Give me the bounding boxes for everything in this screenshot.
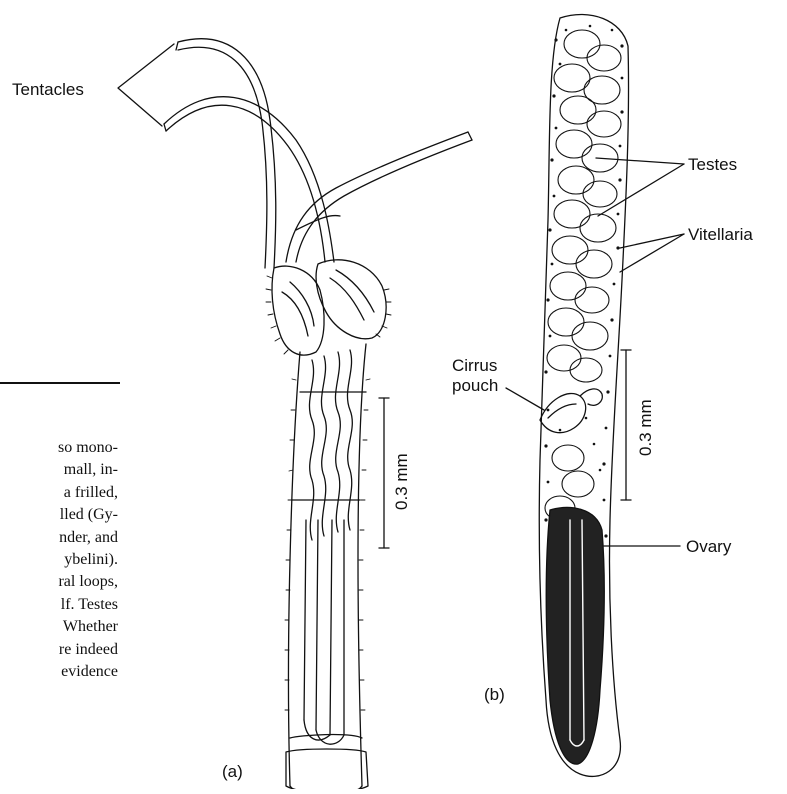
body-text-line: Whether [0,616,118,638]
scale-label-b: 0.3 mm [636,399,656,456]
tentacles-leader-lines [118,44,174,126]
body-text-line: nder, and [0,527,118,549]
body-text: so mono- mall, in- a frilled, lled (Gy- … [0,437,118,683]
body-text-line: so mono- [0,437,118,459]
specimen-b-ovary [546,507,604,764]
specimen-a-body [285,344,370,789]
scale-label-a: 0.3 mm [392,453,412,510]
scale-bar-a [379,398,389,548]
body-text-line: mall, in- [0,459,118,481]
label-cirrus-line1: Cirrus [452,356,497,376]
body-text-line: a frilled, [0,482,118,504]
scale-bar-b [621,350,631,500]
specimen-a-tentacles [164,39,472,268]
label-leader-lines [506,158,684,546]
label-vitellaria: Vitellaria [688,225,753,245]
specimen-b-cirrus-pouch [540,389,602,433]
label-ovary: Ovary [686,537,731,557]
label-panel-b: (b) [484,685,505,705]
body-text-line: ral loops, [0,571,118,593]
label-testes: Testes [688,155,737,175]
body-text-line: ybelini). [0,549,118,571]
body-text-line: re indeed [0,639,118,661]
body-text-line: lf. Testes [0,594,118,616]
specimen-a-bothria [266,260,391,355]
body-text-line: evidence [0,661,118,683]
label-cirrus-line2: pouch [452,376,498,396]
section-divider [0,382,120,384]
body-text-line: lled (Gy- [0,504,118,526]
label-tentacles: Tentacles [12,80,84,100]
label-panel-a: (a) [222,762,243,782]
specimen-b-testes [545,30,621,520]
